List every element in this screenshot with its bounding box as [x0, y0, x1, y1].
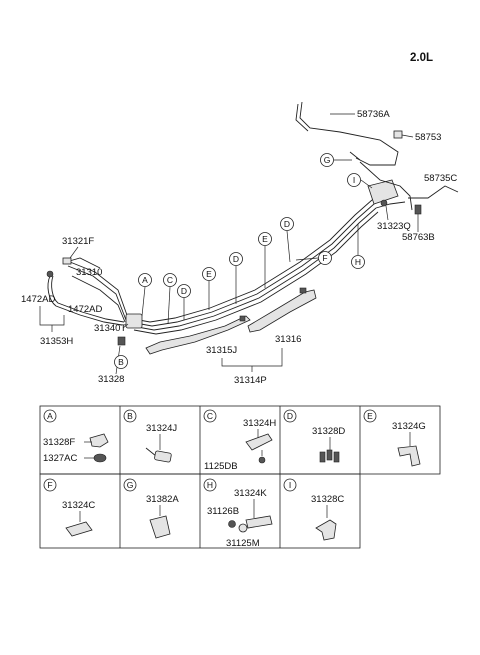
- label-31353H: 31353H: [40, 336, 73, 347]
- label-1472AD-right: 1472AD: [68, 304, 102, 315]
- callout-A: A: [138, 273, 152, 317]
- svg-text:D: D: [181, 286, 187, 296]
- svg-text:B: B: [127, 411, 133, 421]
- detail-box-A: A 31328F 1327AC: [43, 409, 109, 464]
- label-31328: 31328: [98, 374, 124, 385]
- detail-box-I: I 31328C: [283, 478, 344, 541]
- svg-text:C: C: [167, 275, 173, 285]
- svg-text:A: A: [47, 411, 53, 421]
- detail-box-F: F 31324C: [43, 478, 95, 537]
- svg-text:F: F: [322, 253, 327, 263]
- callout-E-rear: E: [258, 232, 272, 288]
- label-31340T: 31340T: [94, 323, 126, 334]
- callout-D-rear: D: [280, 217, 294, 263]
- svg-text:I: I: [289, 480, 291, 490]
- callout-C: C: [163, 273, 177, 325]
- svg-text:G: G: [324, 155, 331, 165]
- detail-box-D: D 31328D: [283, 409, 345, 463]
- detail-box-G: G 31382A: [123, 478, 179, 539]
- svg-text:H: H: [355, 257, 361, 267]
- label-31316: 31316: [275, 334, 301, 345]
- svg-text:G: G: [127, 480, 134, 490]
- callout-H: H: [351, 224, 365, 269]
- detail-box-H: H 31324K 31126B 31125M: [203, 478, 273, 549]
- label-31323Q: 31323Q: [377, 221, 411, 232]
- label-31382A: 31382A: [146, 494, 179, 505]
- fuel-line-assembly: [46, 101, 459, 355]
- label-31310: 31310: [76, 267, 102, 278]
- label-31314P: 31314P: [234, 375, 267, 386]
- label-31125M: 31125M: [226, 538, 260, 549]
- callout-D-middle: D: [229, 252, 243, 304]
- svg-text:E: E: [367, 411, 373, 421]
- callout-B: B: [114, 355, 128, 369]
- label-31324G: 31324G: [392, 421, 426, 432]
- label-31126B: 31126B: [207, 506, 239, 517]
- svg-text:B: B: [118, 357, 124, 367]
- label-1125DB: 1125DB: [204, 461, 238, 472]
- label-31324H: 31324H: [243, 418, 276, 429]
- detail-box-C: C 31324H 1125DB: [203, 409, 276, 472]
- label-31328F: 31328F: [43, 437, 75, 448]
- label-58735C: 58735C: [424, 173, 457, 184]
- svg-text:D: D: [287, 411, 293, 421]
- label-1327AC: 1327AC: [43, 453, 77, 464]
- svg-text:A: A: [142, 275, 148, 285]
- svg-text:E: E: [262, 234, 268, 244]
- detail-box-B: B 31324J: [123, 409, 177, 463]
- svg-text:E: E: [206, 269, 212, 279]
- callout-F: F: [295, 251, 332, 265]
- callout-E-front: E: [202, 267, 216, 310]
- engine-label: 2.0L: [410, 52, 433, 64]
- label-31324J: 31324J: [146, 423, 177, 434]
- label-31328C: 31328C: [311, 494, 344, 505]
- svg-text:H: H: [207, 480, 213, 490]
- label-1472AD-left: 1472AD: [21, 294, 55, 305]
- svg-text:I: I: [353, 175, 355, 185]
- svg-text:D: D: [284, 219, 290, 229]
- label-31315J: 31315J: [206, 345, 237, 356]
- svg-text:F: F: [47, 480, 52, 490]
- label-31321F: 31321F: [62, 236, 94, 247]
- label-58736A: 58736A: [357, 109, 390, 120]
- svg-text:D: D: [233, 254, 239, 264]
- detail-box-E: E 31324G: [363, 409, 426, 467]
- label-31324C: 31324C: [62, 500, 95, 511]
- svg-text:C: C: [207, 411, 213, 421]
- label-58763B: 58763B: [402, 232, 435, 243]
- label-31324K: 31324K: [234, 488, 267, 499]
- callout-D-front: D: [177, 284, 191, 320]
- grommet-icon: [93, 453, 107, 463]
- label-31328D: 31328D: [312, 426, 345, 437]
- callout-I: I: [347, 173, 373, 189]
- callout-G: G: [320, 153, 352, 167]
- label-58753: 58753: [415, 132, 441, 143]
